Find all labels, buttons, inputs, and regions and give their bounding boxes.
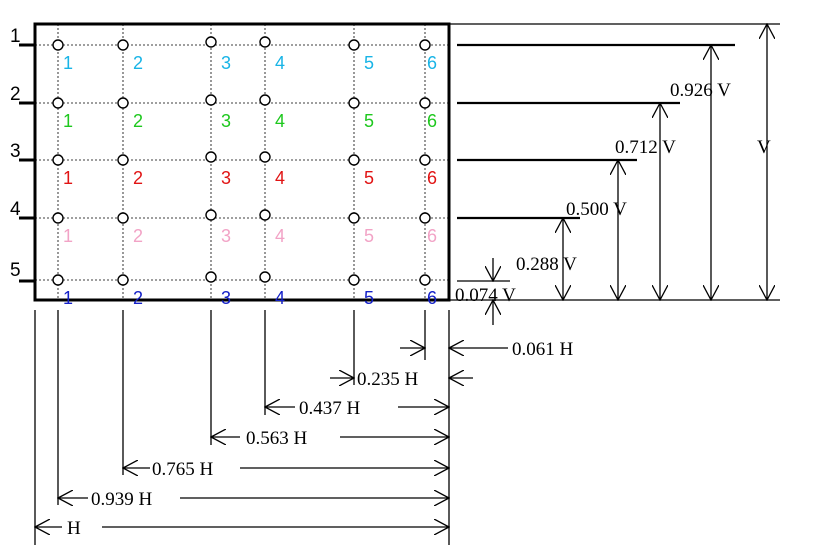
sensor-number: 6 [427, 111, 437, 131]
sensor-circle [52, 39, 64, 51]
label-0712v: 0.712 V [615, 137, 676, 158]
sensor-number: 3 [221, 111, 231, 131]
sensor-circle [117, 154, 129, 166]
sensor-number: 5 [364, 168, 374, 188]
horizontal-dimension-arrows [35, 348, 508, 527]
label-0563h: 0.563 H [246, 428, 308, 449]
sensor-circle [419, 39, 431, 51]
sensor-number: 1 [63, 226, 73, 246]
sensor-number: 3 [221, 288, 231, 308]
sensor-circles [52, 36, 431, 286]
sensor-number: 2 [133, 288, 143, 308]
sensor-number: 1 [63, 288, 73, 308]
sensor-circle [348, 154, 360, 166]
row-label-3: 3 [10, 141, 21, 162]
sensor-number: 3 [221, 53, 231, 73]
sensor-number: 4 [275, 111, 285, 131]
sensor-circle [205, 36, 217, 48]
sensor-number: 2 [133, 111, 143, 131]
sensor-circle [259, 271, 271, 283]
sensor-circle [259, 209, 271, 221]
sensor-number: 2 [133, 226, 143, 246]
reference-lines [449, 23, 780, 301]
sensor-circle [52, 97, 64, 109]
row-labels: 1 2 3 4 5 [10, 26, 21, 281]
sensor-number: 4 [275, 53, 285, 73]
sensor-number: 1 [63, 168, 73, 188]
sensor-number: 5 [364, 226, 374, 246]
drop-lines [34, 310, 450, 545]
sensor-circle [205, 209, 217, 221]
sensor-circle [348, 274, 360, 286]
row-label-1: 1 [10, 26, 21, 47]
grid-lines [35, 24, 449, 300]
label-0926v: 0.926 V [670, 80, 731, 101]
sensor-number: 6 [427, 168, 437, 188]
label-h: H [67, 518, 81, 539]
vertical-dimension-labels: 0.074 V 0.288 V 0.500 V 0.712 V 0.926 V … [455, 80, 771, 306]
sensor-circle [52, 154, 64, 166]
sensor-circle [348, 212, 360, 224]
sensor-number: 6 [427, 226, 437, 246]
horizontal-dimension-labels: 0.061 H 0.235 H 0.437 H 0.563 H 0.765 H … [67, 339, 574, 539]
label-0765h: 0.765 H [152, 459, 214, 480]
sensor-circle [419, 154, 431, 166]
sensor-circle [348, 39, 360, 51]
sensor-circle [205, 271, 217, 283]
label-0500v: 0.500 V [566, 199, 627, 220]
sensor-number: 5 [364, 111, 374, 131]
label-0437h: 0.437 H [299, 398, 361, 419]
label-0061h: 0.061 H [512, 339, 574, 360]
sensor-number: 5 [364, 288, 374, 308]
sensor-number: 2 [133, 53, 143, 73]
sensor-circle [348, 97, 360, 109]
sensor-circle [419, 274, 431, 286]
label-0235h: 0.235 H [357, 369, 419, 390]
sensor-number: 1 [63, 111, 73, 131]
sensor-number: 6 [427, 53, 437, 73]
row-label-5: 5 [10, 260, 21, 281]
sensor-circle [259, 36, 271, 48]
sensor-circle [259, 151, 271, 163]
sensor-circle [259, 94, 271, 106]
row-label-2: 2 [10, 84, 21, 105]
sensor-circle [205, 151, 217, 163]
label-v: V [757, 137, 771, 158]
sensor-number: 1 [63, 53, 73, 73]
label-0939h: 0.939 H [91, 489, 153, 510]
sensor-circle [52, 274, 64, 286]
row-label-4: 4 [10, 199, 21, 220]
row-ticks [19, 43, 36, 283]
sensor-circle [117, 97, 129, 109]
sensor-circle [117, 39, 129, 51]
vertical-dimension-arrows [493, 24, 767, 325]
panel-frame [33, 22, 451, 302]
sensor-number: 4 [275, 168, 285, 188]
label-0288v: 0.288 V [516, 254, 577, 275]
sensor-circle [419, 212, 431, 224]
sensor-number: 4 [275, 226, 285, 246]
sensor-numbers: 1 2 3 4 5 6 1 2 3 4 5 6 1 2 3 4 5 6 1 2 3 4 5 6 1 2 3 4 5 6 [63, 53, 437, 308]
sensor-number: 3 [221, 168, 231, 188]
sensor-circle [117, 212, 129, 224]
sensor-circle [52, 212, 64, 224]
sensor-circle [419, 97, 431, 109]
sensor-circle [205, 94, 217, 106]
sensor-number: 5 [364, 53, 374, 73]
sensor-number: 4 [275, 288, 285, 308]
label-0074v: 0.074 V [455, 285, 516, 306]
sensor-number: 3 [221, 226, 231, 246]
sensor-circle [117, 274, 129, 286]
sensor-number: 6 [427, 288, 437, 308]
sensor-number: 2 [133, 168, 143, 188]
